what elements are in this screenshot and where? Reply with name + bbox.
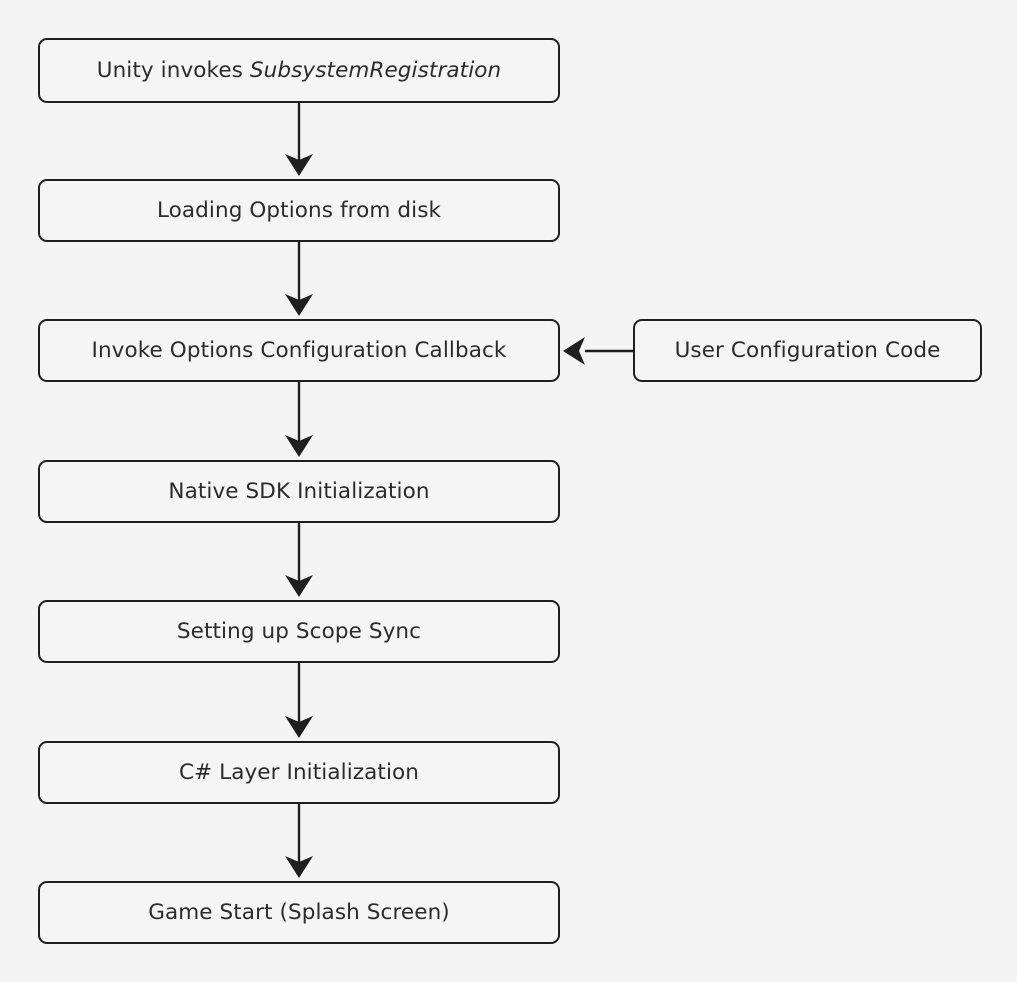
node-native-sdk-initialization[interactable]: Native SDK Initialization bbox=[38, 460, 560, 523]
node-label-emphasis: SubsystemRegistration bbox=[249, 57, 502, 83]
node-label-prefix: Unity invokes bbox=[96, 57, 250, 83]
node-label: Setting up Scope Sync bbox=[176, 618, 422, 644]
node-label: User Configuration Code bbox=[674, 337, 941, 363]
arrowhead-down-n6-n7 bbox=[285, 856, 313, 878]
node-label: Loading Options from disk bbox=[156, 197, 442, 223]
node-game-start-splash-screen[interactable]: Game Start (Splash Screen) bbox=[38, 881, 560, 944]
node-invoke-options-configuration-callback[interactable]: Invoke Options Configuration Callback bbox=[38, 319, 560, 382]
node-setting-up-scope-sync[interactable]: Setting up Scope Sync bbox=[38, 600, 560, 663]
arrowhead-left-n8-n3 bbox=[563, 337, 585, 365]
node-label: Invoke Options Configuration Callback bbox=[91, 337, 507, 363]
node-label: Unity invokes SubsystemRegistration bbox=[97, 58, 502, 84]
arrowhead-down-n5-n6 bbox=[285, 716, 313, 738]
arrowhead-down-n1-n2 bbox=[285, 154, 313, 176]
node-loading-options-from-disk[interactable]: Loading Options from disk bbox=[38, 179, 560, 242]
node-label: C# Layer Initialization bbox=[178, 759, 420, 785]
node-csharp-layer-initialization[interactable]: C# Layer Initialization bbox=[38, 741, 560, 804]
node-user-configuration-code[interactable]: User Configuration Code bbox=[633, 319, 982, 382]
node-label: Game Start (Splash Screen) bbox=[148, 899, 450, 925]
arrowhead-down-n2-n3 bbox=[285, 294, 313, 316]
node-unity-invokes-subsystemregistration[interactable]: Unity invokes SubsystemRegistration bbox=[38, 38, 560, 103]
arrowhead-down-n4-n5 bbox=[285, 575, 313, 597]
node-label: Native SDK Initialization bbox=[168, 478, 430, 504]
arrowhead-down-n3-n4 bbox=[285, 435, 313, 457]
